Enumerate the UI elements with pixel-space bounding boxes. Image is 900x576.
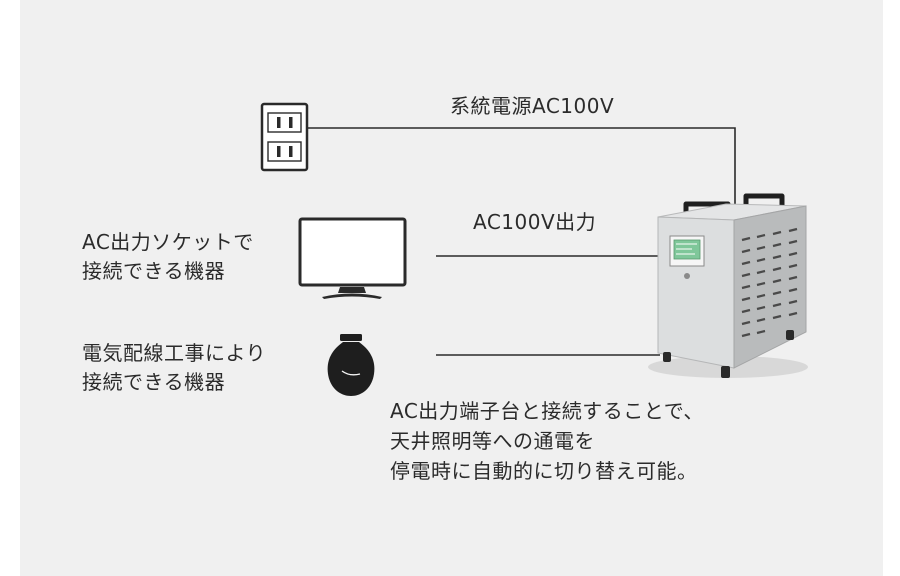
wired-devices-line-2: 接続できる機器	[82, 370, 226, 394]
wired-devices-label: 電気配線工事により 接続できる機器	[82, 339, 266, 397]
socket-devices-line-2: 接続できる機器	[82, 259, 226, 283]
grid-power-line	[308, 127, 736, 205]
ac-output-label: AC100V出力	[473, 210, 597, 234]
socket-devices-line-1: AC出力ソケットで	[82, 230, 254, 254]
terminal-note-line-2: 天井照明等への通電を	[390, 429, 595, 453]
wired-devices-line-1: 電気配線工事により	[82, 341, 267, 365]
power-unit	[648, 193, 808, 378]
wall-outlet-icon	[260, 102, 309, 172]
television-icon	[298, 217, 407, 299]
terminal-note: AC出力端子台と接続することで、 天井照明等への通電を 停電時に自動的に切り替え…	[390, 396, 704, 486]
grid-power-label: 系統電源AC100V	[450, 94, 615, 118]
light-bulb-icon	[327, 334, 375, 396]
terminal-note-line-3: 停電時に自動的に切り替え可能。	[390, 459, 698, 483]
socket-devices-label: AC出力ソケットで 接続できる機器	[82, 228, 254, 286]
terminal-note-line-1: AC出力端子台と接続することで、	[390, 399, 704, 423]
